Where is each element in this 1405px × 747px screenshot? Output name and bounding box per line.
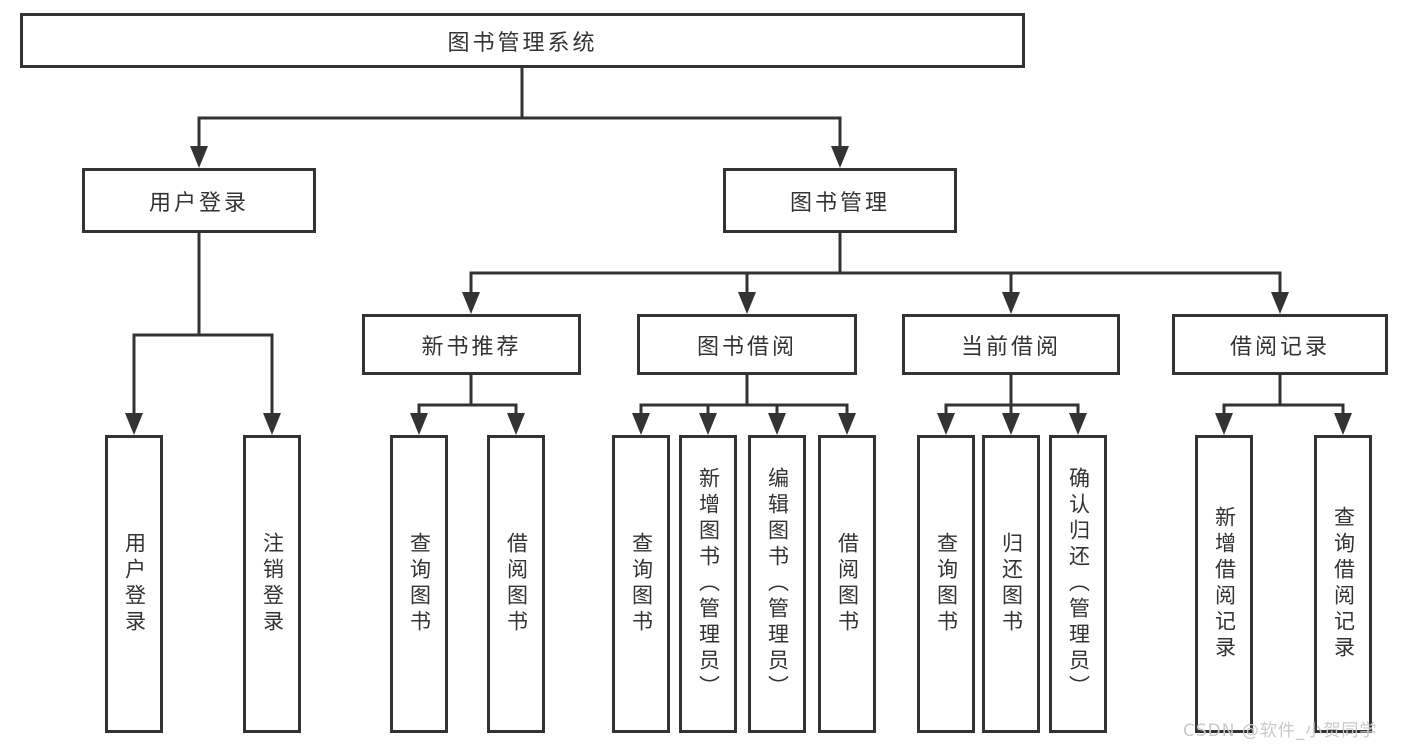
leaf-query-books-recommend-label: 查询图书: [407, 532, 432, 636]
node-root-label: 图书管理系统: [447, 30, 598, 56]
node-book-borrowing-label: 图书借阅: [696, 334, 797, 360]
leaf-query-books-borrowing-label: 查询图书: [629, 532, 654, 636]
leaf-user-login: 用户登录: [105, 435, 163, 733]
leaf-confirm-return-admin-label: 确认归还（管理员）: [1066, 467, 1091, 701]
arrowhead-icon: [1334, 413, 1352, 435]
leaf-borrow-books-borrowing: 借阅图书: [818, 435, 876, 733]
node-book-management: 图书管理: [723, 168, 957, 233]
leaf-add-books-admin: 新增图书（管理员）: [679, 435, 737, 733]
arrowhead-icon: [738, 292, 756, 314]
leaf-query-books-borrowing: 查询图书: [612, 435, 670, 733]
leaf-query-books-current-label: 查询图书: [934, 532, 959, 636]
node-new-book-recommend-label: 新书推荐: [421, 334, 522, 360]
csdn-watermark: CSDN @软件_小贺同学: [1183, 721, 1378, 741]
arrowhead-icon: [410, 413, 428, 435]
node-user-login-branch-label: 用户登录: [148, 190, 249, 216]
arrowhead-icon: [632, 413, 650, 435]
node-root: 图书管理系统: [20, 13, 1025, 68]
arrowhead-icon: [462, 292, 480, 314]
arrowhead-icon: [507, 413, 525, 435]
node-user-login-branch: 用户登录: [82, 168, 316, 233]
node-book-management-label: 图书管理: [789, 190, 890, 216]
leaf-add-borrow-record: 新增借阅记录: [1195, 435, 1253, 733]
node-book-borrowing: 图书借阅: [637, 314, 857, 375]
arrowhead-icon: [1215, 413, 1233, 435]
arrowheads: [125, 146, 1352, 435]
arrowhead-icon: [699, 413, 717, 435]
leaf-edit-books-admin-label: 编辑图书（管理员）: [765, 467, 790, 701]
leaf-borrow-books-recommend-label: 借阅图书: [504, 532, 529, 636]
leaf-add-borrow-record-label: 新增借阅记录: [1212, 506, 1237, 662]
arrowhead-icon: [1069, 413, 1087, 435]
arrowhead-icon: [125, 413, 143, 435]
leaf-edit-books-admin: 编辑图书（管理员）: [748, 435, 806, 733]
leaf-borrow-books-recommend: 借阅图书: [487, 435, 545, 733]
arrowhead-icon: [1002, 292, 1020, 314]
leaf-logout-label: 注销登录: [260, 532, 285, 636]
arrowhead-icon: [1271, 292, 1289, 314]
leaf-return-books: 归还图书: [982, 435, 1040, 733]
arrowhead-icon: [838, 413, 856, 435]
leaf-logout: 注销登录: [243, 435, 301, 733]
arrowhead-icon: [190, 146, 208, 168]
leaf-borrow-books-borrowing-label: 借阅图书: [835, 532, 860, 636]
arrowhead-icon: [263, 413, 281, 435]
arrowhead-icon: [937, 413, 955, 435]
node-current-borrowing-label: 当前借阅: [960, 334, 1061, 360]
leaf-query-borrow-record-label: 查询借阅记录: [1331, 506, 1356, 662]
arrowhead-icon: [1002, 413, 1020, 435]
node-borrowing-records-label: 借阅记录: [1229, 334, 1330, 360]
leaf-confirm-return-admin: 确认归还（管理员）: [1049, 435, 1107, 733]
tree-connector-path: [132, 68, 1345, 419]
node-borrowing-records: 借阅记录: [1172, 314, 1388, 375]
leaf-user-login-label: 用户登录: [122, 532, 147, 636]
arrowhead-icon: [831, 146, 849, 168]
leaf-query-borrow-record: 查询借阅记录: [1314, 435, 1372, 733]
node-new-book-recommend: 新书推荐: [362, 314, 581, 375]
node-current-borrowing: 当前借阅: [902, 314, 1120, 375]
leaf-query-books-recommend: 查询图书: [390, 435, 448, 733]
leaf-add-books-admin-label: 新增图书（管理员）: [696, 467, 721, 701]
leaf-return-books-label: 归还图书: [999, 532, 1024, 636]
arrowhead-icon: [768, 413, 786, 435]
leaf-query-books-current: 查询图书: [917, 435, 975, 733]
